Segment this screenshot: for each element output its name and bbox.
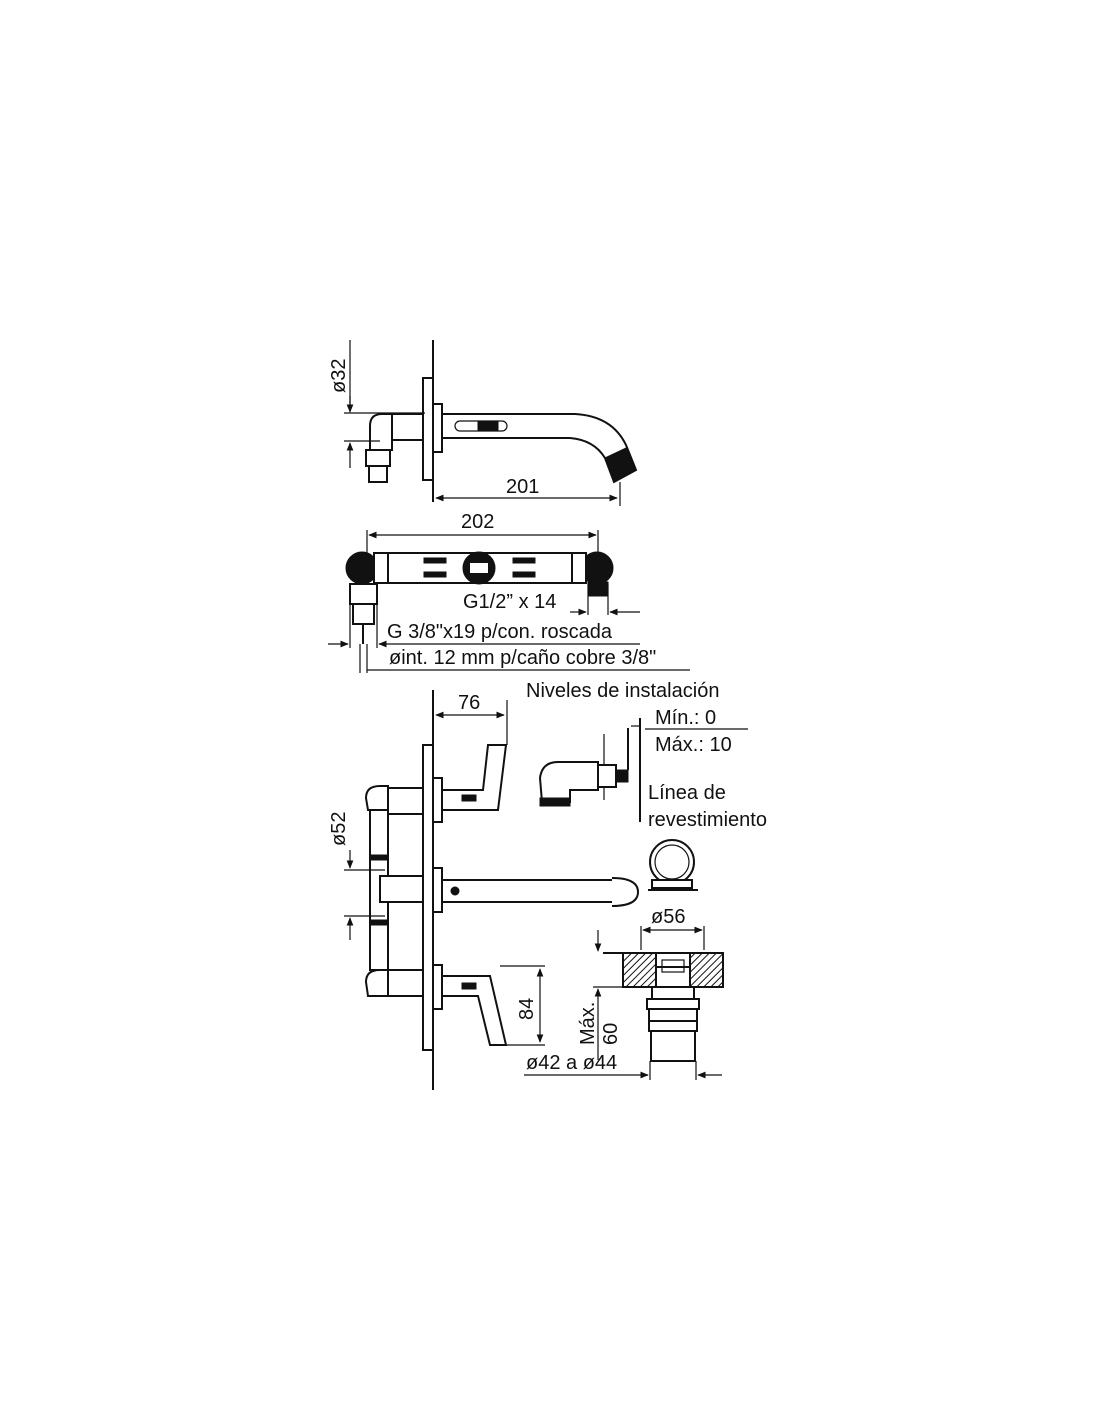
spout-wall-plate [432, 403, 443, 453]
center-spout-hole [450, 886, 460, 896]
center-spout [441, 879, 634, 903]
spout-body [441, 413, 638, 484]
bracket-left-cap [373, 552, 389, 584]
flange-body [650, 1030, 696, 1062]
coating-line-label-1: Línea de [648, 782, 726, 804]
spout-side-view: ø32 201 [328, 340, 638, 506]
lower-lever-slot [461, 982, 477, 990]
manifold-mark [369, 919, 389, 926]
flange-stem [651, 986, 695, 1000]
bracket-right-stem [587, 581, 609, 597]
lower-valve-elbow [364, 969, 389, 997]
wall-section-left [622, 952, 657, 988]
bracket-left-stub [352, 603, 375, 625]
install-max: Máx.: 10 [655, 734, 732, 756]
spout-flange [422, 377, 434, 481]
elbow-thread [539, 797, 571, 807]
bracket-slot [512, 557, 536, 564]
bracket-center-slot [470, 563, 488, 573]
lower-lever [441, 975, 508, 1046]
upper-valve-flange [432, 777, 443, 823]
escutcheon-ring [649, 839, 695, 885]
flange-thread-2 [648, 1020, 698, 1032]
install-levels-title: Niveles de instalación [526, 680, 719, 702]
connection-label: G 3/8"x19 p/con. roscada [387, 621, 613, 643]
bracket-top-view: 202 G1/2” x 14 G 3/8"x19 p/con. roscada [328, 511, 690, 673]
spout-tip [604, 447, 637, 483]
dim-diameter-32: ø32 [328, 359, 350, 393]
lower-valve-flange [432, 964, 443, 1010]
escutcheon-base [651, 879, 693, 889]
install-min: Mín.: 0 [655, 707, 716, 729]
bracket-slot [512, 571, 536, 578]
spout-inlet-stub [368, 465, 388, 483]
mixer-front-view: 76 ø52 84 [328, 690, 640, 1090]
bracket-right-cap [571, 552, 587, 584]
center-valve-flange [432, 867, 443, 913]
escutcheon-cup-inner [661, 959, 685, 973]
center-valve-body [379, 875, 424, 903]
dim-diameter-52: ø52 [328, 812, 350, 846]
dim-length-201: 201 [506, 476, 539, 498]
flange-nut [646, 998, 700, 1010]
spout-slot-fill [477, 420, 499, 432]
manifold-mark [369, 854, 389, 861]
dim-height-84: 84 [516, 998, 538, 1020]
hole-range: ø42 a ø44 [526, 1052, 617, 1074]
upper-lever [441, 744, 508, 811]
elbow-fitting [538, 761, 599, 803]
spout-inlet-nut [365, 449, 391, 467]
bracket-slot [423, 571, 447, 578]
dim-diameter-56: ø56 [651, 906, 685, 928]
upper-valve-elbow [364, 785, 389, 811]
escutcheon-view: ø56 Máx. 60 ø42 a ø44 [524, 839, 724, 1080]
wall-section-right [689, 952, 724, 988]
upper-lever-slot [461, 794, 477, 802]
max-value: 60 [600, 1023, 622, 1045]
center-spout-tip [611, 877, 640, 907]
dim-lever-76: 76 [458, 692, 480, 714]
front-cover-plate [422, 744, 434, 1051]
elbow-nut [597, 764, 617, 788]
bracket-slot [423, 557, 447, 564]
bracket-left-nut [349, 583, 378, 605]
escutcheon-ring-inner [654, 844, 690, 880]
elbow-stub [615, 769, 629, 783]
installation-levels: Niveles de instalación Mín.: 0 Máx.: 10 … [526, 680, 767, 831]
spout-inlet-elbow [369, 413, 393, 451]
thread-label: G1/2” x 14 [463, 591, 556, 613]
pipe-label: øint. 12 mm p/caño cobre 3/8" [389, 647, 656, 669]
max-label: Máx. [577, 1002, 599, 1045]
dim-width-202: 202 [461, 511, 494, 533]
coating-line-label-2: revestimiento [648, 809, 767, 831]
flange-thread-1 [648, 1008, 698, 1022]
